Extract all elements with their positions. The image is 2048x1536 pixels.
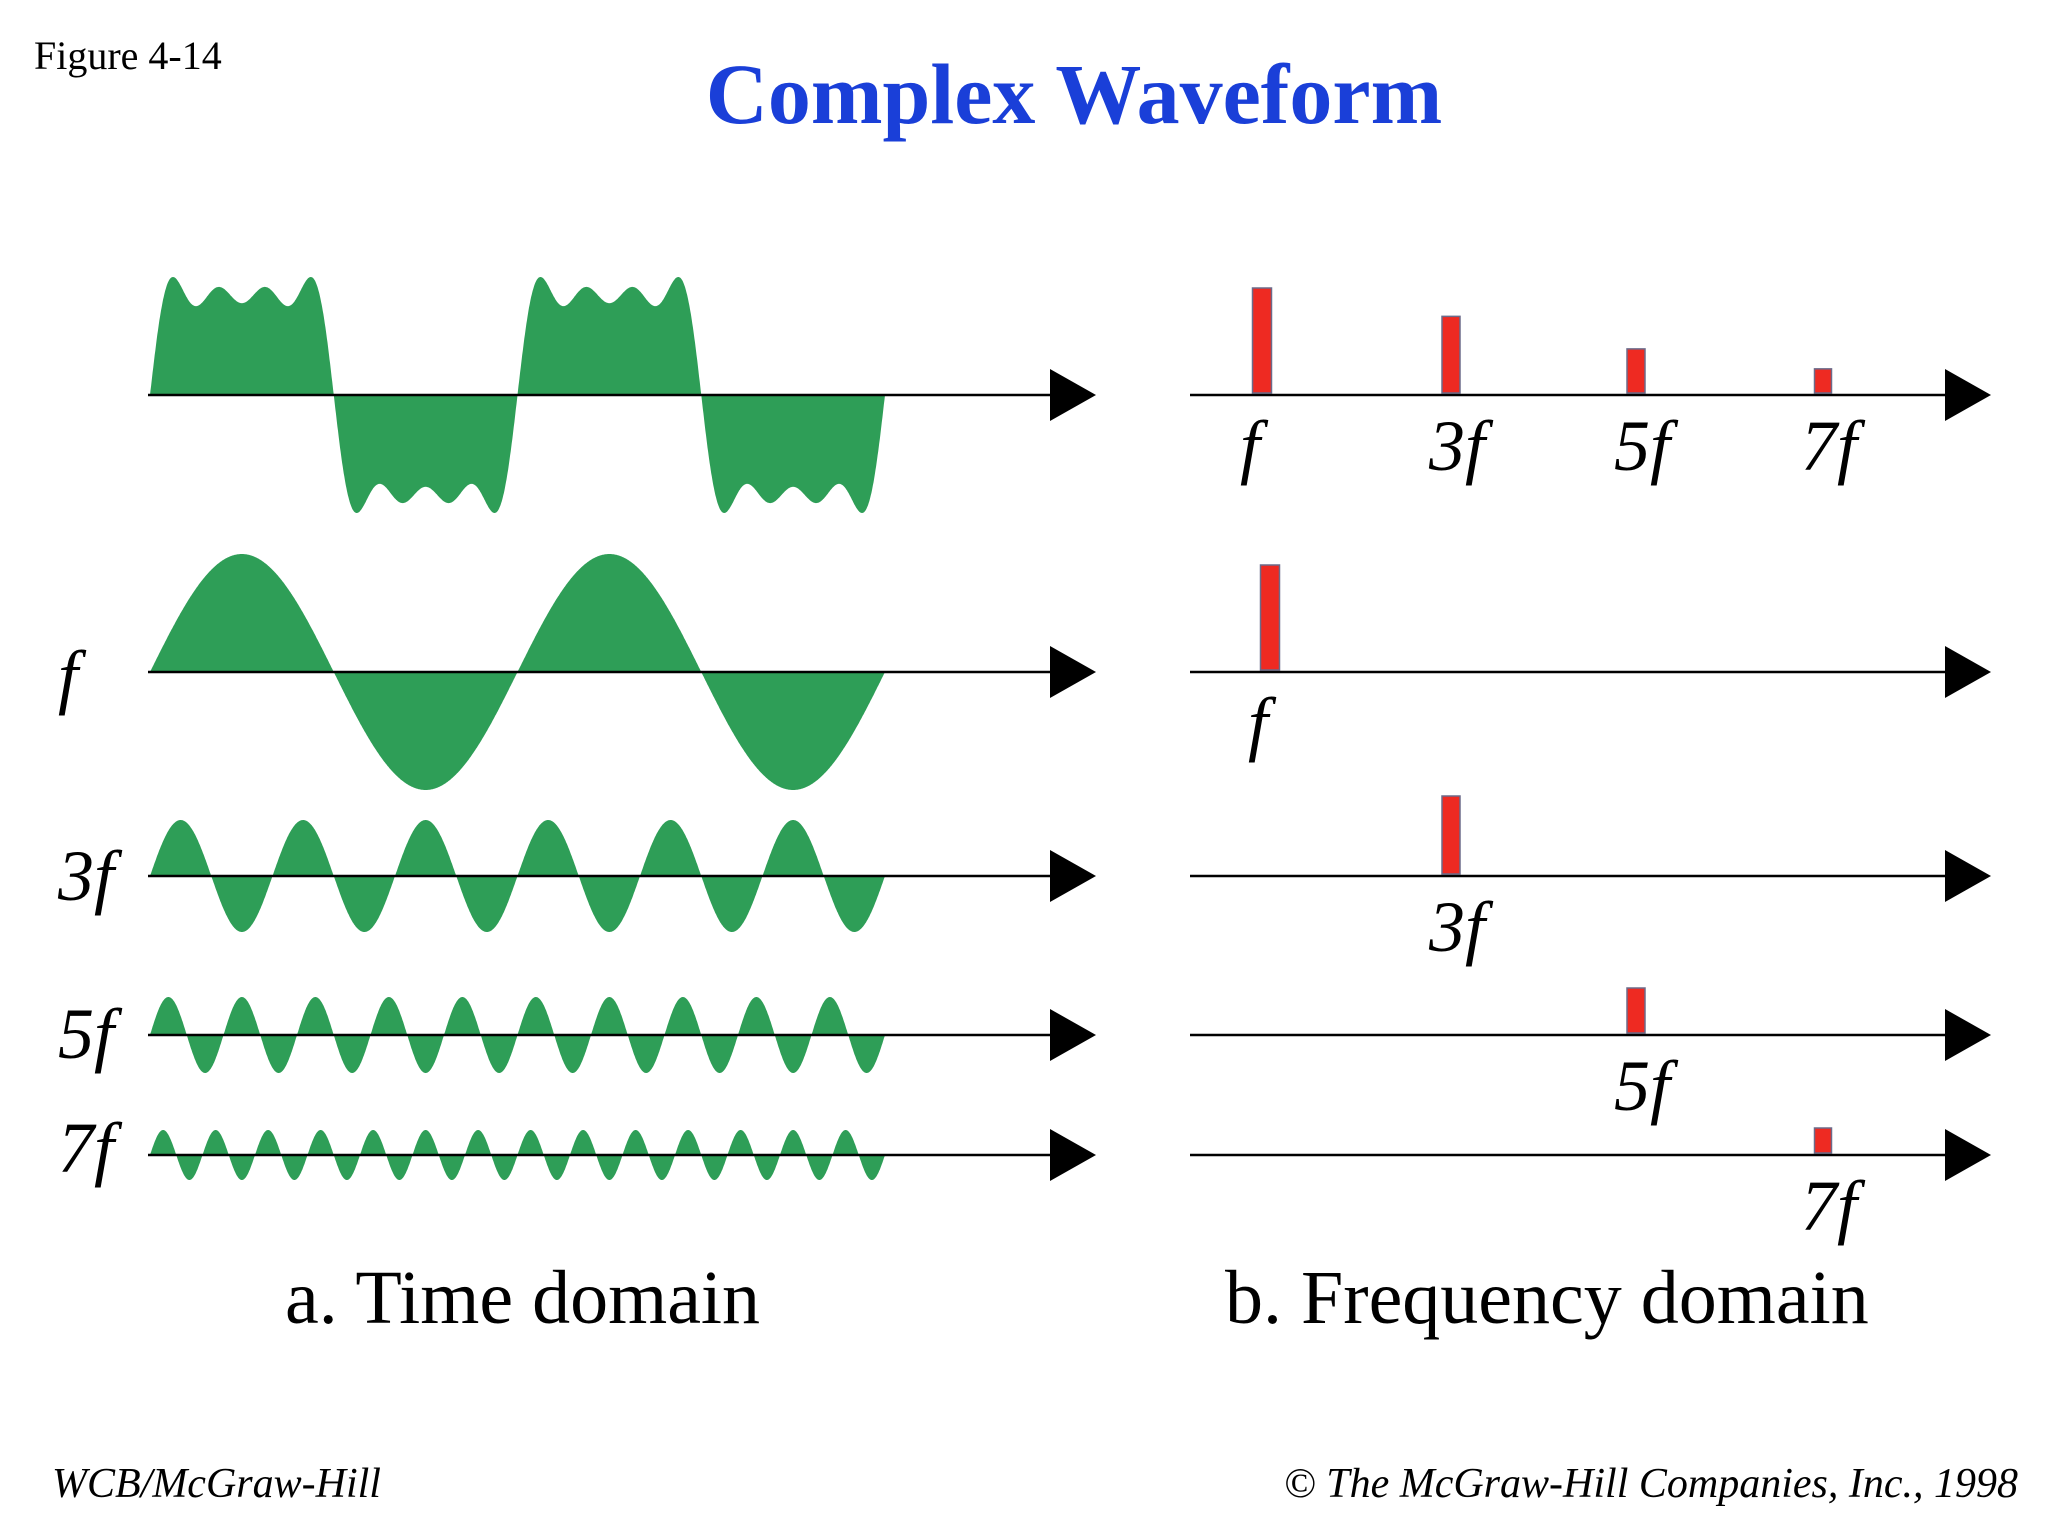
time-domain-caption: a. Time domain <box>285 1256 761 1340</box>
time-axis-arrow <box>1050 850 1096 902</box>
page-title: Complex Waveform <box>705 46 1443 142</box>
single-label-f: f <box>1248 683 1277 763</box>
time-row-label-7f: 7f <box>58 1108 123 1188</box>
spectrum-bar-f <box>1251 287 1273 394</box>
spectrum-bar-7f <box>1813 368 1833 394</box>
spectrum-label-f: f <box>1240 406 1269 486</box>
spectrum-bar-3f <box>1441 315 1461 394</box>
copyright-text: The McGraw-Hill Companies, Inc., 1998 <box>1326 1461 2018 1507</box>
freq-axis-arrow <box>1945 850 1991 902</box>
time-row-label-3f: 3f <box>57 836 123 916</box>
publisher-footer: WCB/McGraw-Hill <box>52 1461 381 1507</box>
single-label-7f: 7f <box>1801 1166 1866 1246</box>
frequency-domain-caption: b. Frequency domain <box>1225 1256 1869 1340</box>
time-axis-arrow <box>1050 1129 1096 1181</box>
single-bar-7f <box>1813 1127 1833 1154</box>
freq-axis-arrow <box>1945 369 1991 421</box>
single-bar-3f <box>1441 795 1461 875</box>
freq-axis-arrow <box>1945 1009 1991 1061</box>
spectrum-label-3f: 3f <box>1428 406 1494 486</box>
single-bar-5f <box>1626 987 1646 1034</box>
time-axis-arrow <box>1050 646 1096 698</box>
single-label-5f: 5f <box>1614 1046 1679 1126</box>
time-row-label-5f: 5f <box>58 994 123 1074</box>
freq-axis-arrow <box>1945 646 1991 698</box>
time-row-label-f: f <box>58 636 87 716</box>
single-label-3f: 3f <box>1428 887 1494 967</box>
freq-axis-arrow <box>1945 1129 1991 1181</box>
copyright-symbol: © <box>1283 1461 1316 1507</box>
figure-label: Figure 4-14 <box>34 33 222 78</box>
single-bar-f <box>1259 564 1281 671</box>
time-axis-arrow <box>1050 369 1096 421</box>
time-axis-arrow <box>1050 1009 1096 1061</box>
spectrum-label-5f: 5f <box>1614 406 1679 486</box>
spectrum-label-7f: 7f <box>1801 406 1866 486</box>
copyright-footer: © The McGraw-Hill Companies, Inc., 1998 <box>1284 1460 2018 1508</box>
spectrum-bar-5f <box>1626 348 1646 394</box>
